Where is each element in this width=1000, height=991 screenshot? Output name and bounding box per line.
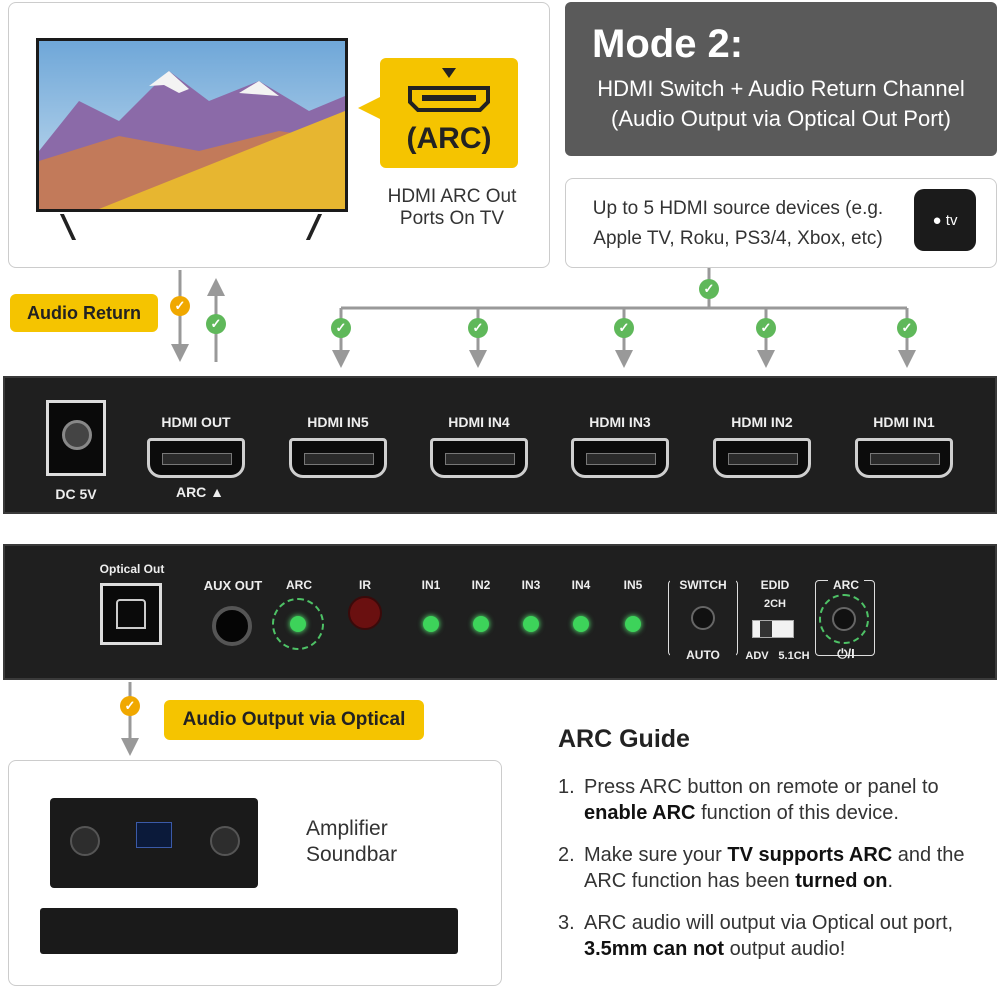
amp-caption-line2: Soundbar xyxy=(306,843,398,866)
check-icon: ✓ xyxy=(468,318,488,338)
check-icon: ✓ xyxy=(331,318,351,338)
audio-return-tag: Audio Return xyxy=(10,294,158,332)
check-icon: ✓ xyxy=(120,696,140,716)
dc-power-jack xyxy=(62,420,92,450)
edid-51ch-label: 5.1CH xyxy=(778,650,810,662)
led-in4 xyxy=(573,616,589,632)
hdmi-in4-port[interactable] xyxy=(430,438,528,478)
guide-list: 1. Press ARC button on remote or panel t… xyxy=(558,774,988,978)
led-label-in4: IN4 xyxy=(571,578,591,592)
check-icon: ✓ xyxy=(206,314,226,334)
guide-item-text: Press ARC button on remote or panel to e… xyxy=(584,776,939,824)
amp-caption: Amplifier Soundbar xyxy=(306,816,397,868)
mode-subtitle-line1: HDMI Switch + Audio Return Channel xyxy=(597,76,965,101)
check-icon: ✓ xyxy=(756,318,776,338)
arc-badge-pointer xyxy=(358,96,382,120)
tv-caption-line2: Ports On TV xyxy=(399,208,505,229)
optical-out-port[interactable] xyxy=(100,583,162,645)
switch-label: SWITCH xyxy=(670,578,736,592)
aux-out-label: AUX OUT xyxy=(203,578,263,593)
apple-tv-label: tv xyxy=(945,211,958,229)
dc-label: DC 5V xyxy=(55,486,97,502)
guide-item-text: Make sure your TV supports ARC and the A… xyxy=(584,844,965,892)
check-icon: ✓ xyxy=(699,279,719,299)
edid-2ch-label: 2CH xyxy=(763,598,786,610)
arc-port-label: ARC ▲ xyxy=(175,484,225,500)
guide-item-number: 2. xyxy=(558,844,575,866)
hdmi-in1-port[interactable] xyxy=(855,438,953,478)
hdmi-out-port[interactable] xyxy=(147,438,245,478)
apple-logo-icon: ● xyxy=(932,211,942,229)
led-in2 xyxy=(473,616,489,632)
soundbar-image xyxy=(40,908,458,954)
guide-item: 1. Press ARC button on remote or panel t… xyxy=(558,774,988,826)
hdmi-in5-port[interactable] xyxy=(289,438,387,478)
sources-line1: Up to 5 HDMI source devices (e.g. xyxy=(592,198,884,219)
edid-slider-knob[interactable] xyxy=(760,621,772,637)
optical-port-shutter xyxy=(116,599,146,629)
amp-display xyxy=(136,822,172,848)
guide-item: 2. Make sure your TV supports ARC and th… xyxy=(558,842,988,894)
led-label-in2: IN2 xyxy=(471,578,491,592)
switch-button[interactable] xyxy=(691,606,715,630)
port-label-hdmi-in4: HDMI IN4 xyxy=(448,414,510,430)
guide-title: ARC Guide xyxy=(558,725,690,753)
power-icon: ⏻/I xyxy=(837,646,855,661)
hdmi-in3-port[interactable] xyxy=(571,438,669,478)
arc-led xyxy=(290,616,306,632)
check-icon: ✓ xyxy=(614,318,634,338)
mode-subtitle: HDMI Switch + Audio Return Channel (Audi… xyxy=(575,74,987,134)
led-label-in5: IN5 xyxy=(623,578,643,592)
arc-led-ring xyxy=(272,598,324,650)
edid-adv-label: ADV xyxy=(745,650,769,662)
guide-item-number: 3. xyxy=(558,912,575,934)
arc-button[interactable] xyxy=(832,607,856,631)
guide-item: 3. ARC audio will output via Optical out… xyxy=(558,910,988,962)
sources-text: Up to 5 HDMI source devices (e.g. Apple … xyxy=(578,194,898,254)
led-in1 xyxy=(423,616,439,632)
amp-knob-left xyxy=(70,826,100,856)
tv-screen-image xyxy=(36,38,348,212)
tv-caption-line1: HDMI ARC Out xyxy=(387,186,517,207)
apple-tv-icon: ● tv xyxy=(914,189,976,251)
port-label-hdmi-in3: HDMI IN3 xyxy=(589,414,651,430)
amp-caption-line1: Amplifier xyxy=(306,817,388,840)
auto-label: AUTO xyxy=(670,648,736,662)
led-in5 xyxy=(625,616,641,632)
arc-led-label: ARC xyxy=(286,578,312,592)
mode-title: Mode 2: xyxy=(592,22,744,66)
arc-badge xyxy=(380,58,518,168)
optical-out-label: Optical Out xyxy=(99,562,165,576)
guide-item-text: ARC audio will output via Optical out po… xyxy=(584,912,954,960)
led-label-in3: IN3 xyxy=(521,578,541,592)
hdmi-in2-port[interactable] xyxy=(713,438,811,478)
port-label-hdmi-in2: HDMI IN2 xyxy=(731,414,793,430)
arc-button-label: ARC xyxy=(828,578,864,592)
audio-optical-tag: Audio Output via Optical xyxy=(164,700,424,740)
mode-header xyxy=(565,2,997,156)
arc-button-ring xyxy=(819,594,869,644)
edid-label: EDID xyxy=(760,578,790,592)
led-in3 xyxy=(523,616,539,632)
sources-line2: Apple TV, Roku, PS3/4, Xbox, etc) xyxy=(593,228,883,249)
tv-caption: HDMI ARC Out Ports On TV xyxy=(372,186,532,230)
ir-label: IR xyxy=(359,578,371,592)
check-icon: ✓ xyxy=(897,318,917,338)
amp-knob-right xyxy=(210,826,240,856)
led-label-in1: IN1 xyxy=(421,578,441,592)
mode-subtitle-line2: (Audio Output via Optical Out Port) xyxy=(611,106,951,131)
aux-out-jack[interactable] xyxy=(212,606,252,646)
hdmi-port-icon xyxy=(408,68,490,112)
arc-badge-label: (ARC) xyxy=(406,122,492,155)
port-label-hdmi-in5: HDMI IN5 xyxy=(307,414,369,430)
ir-sensor xyxy=(348,596,382,630)
port-label-hdmi-in1: HDMI IN1 xyxy=(873,414,935,430)
port-label-hdmi-out: HDMI OUT xyxy=(161,414,231,430)
edid-slider[interactable] xyxy=(752,620,794,638)
guide-item-number: 1. xyxy=(558,776,575,798)
check-icon: ✓ xyxy=(170,296,190,316)
dc-power-port[interactable] xyxy=(46,400,106,476)
